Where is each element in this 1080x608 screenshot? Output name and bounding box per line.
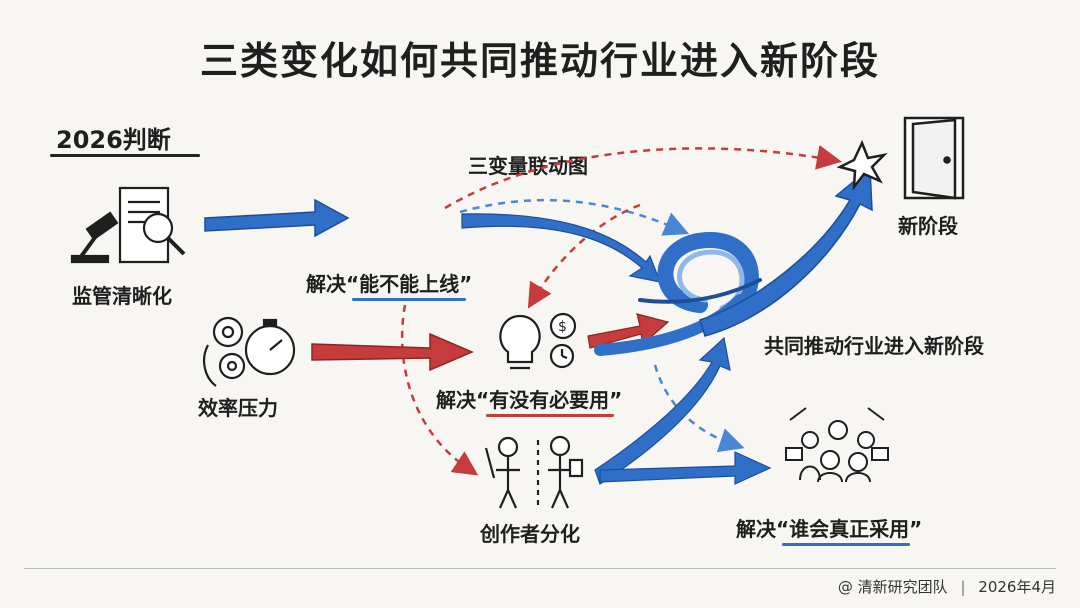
star-burst-icon <box>836 139 888 192</box>
footer-source: @ 清新研究团队 <box>837 578 948 596</box>
svg-text:$: $ <box>558 319 567 335</box>
driver-label-regulation: 监管清晰化 <box>72 284 172 308</box>
red-arrow-middle <box>311 332 474 372</box>
team-icon <box>785 407 889 483</box>
blue-arrow-bottom-right <box>599 451 772 485</box>
footer-rule <box>24 568 1056 569</box>
dashed-blue-arc-top <box>459 198 690 236</box>
solves-adoption: 解决“谁会真正采用” <box>736 517 923 541</box>
footer-separator: | <box>960 578 966 596</box>
blue-arrow-top <box>204 198 350 238</box>
dashed-red-arc-top <box>444 145 842 210</box>
diagram-subtitle: 三变量联动图 <box>468 154 588 178</box>
dashed-red-arc-middle <box>527 203 641 309</box>
driver-label-efficiency: 效率压力 <box>198 396 278 420</box>
gavel-document-icon <box>70 186 186 264</box>
driver-label-creators: 创作者分化 <box>480 522 580 546</box>
dashed-red-arc-left <box>400 304 479 476</box>
solves-necessity: 解决“有没有必要用” <box>436 388 623 412</box>
creators-icon <box>484 435 584 510</box>
underline-adoption <box>782 543 910 546</box>
center-label: 共同推动行业进入新阶段 <box>764 334 984 358</box>
blue-arrow-bottom-up <box>594 336 731 485</box>
solves-go-live: 解决“能不能上线” <box>306 272 473 296</box>
judgment-badge: 2026判断 <box>56 126 171 154</box>
door-icon <box>903 116 965 200</box>
lightbulb-coin-clock-icon: $ <box>499 312 577 370</box>
page-title: 三类变化如何共同推动行业进入新阶段 <box>199 39 880 83</box>
underline-necessity <box>486 414 614 417</box>
blue-sweep-top <box>461 213 661 283</box>
footer-date: 2026年4月 <box>978 578 1056 596</box>
new-stage-label: 新阶段 <box>898 214 958 238</box>
footer: @ 清新研究团队 | 2026年4月 <box>838 576 1056 597</box>
underline-go-live <box>352 298 466 301</box>
badge-underline <box>50 154 200 157</box>
gears-stopwatch-icon <box>203 316 296 387</box>
